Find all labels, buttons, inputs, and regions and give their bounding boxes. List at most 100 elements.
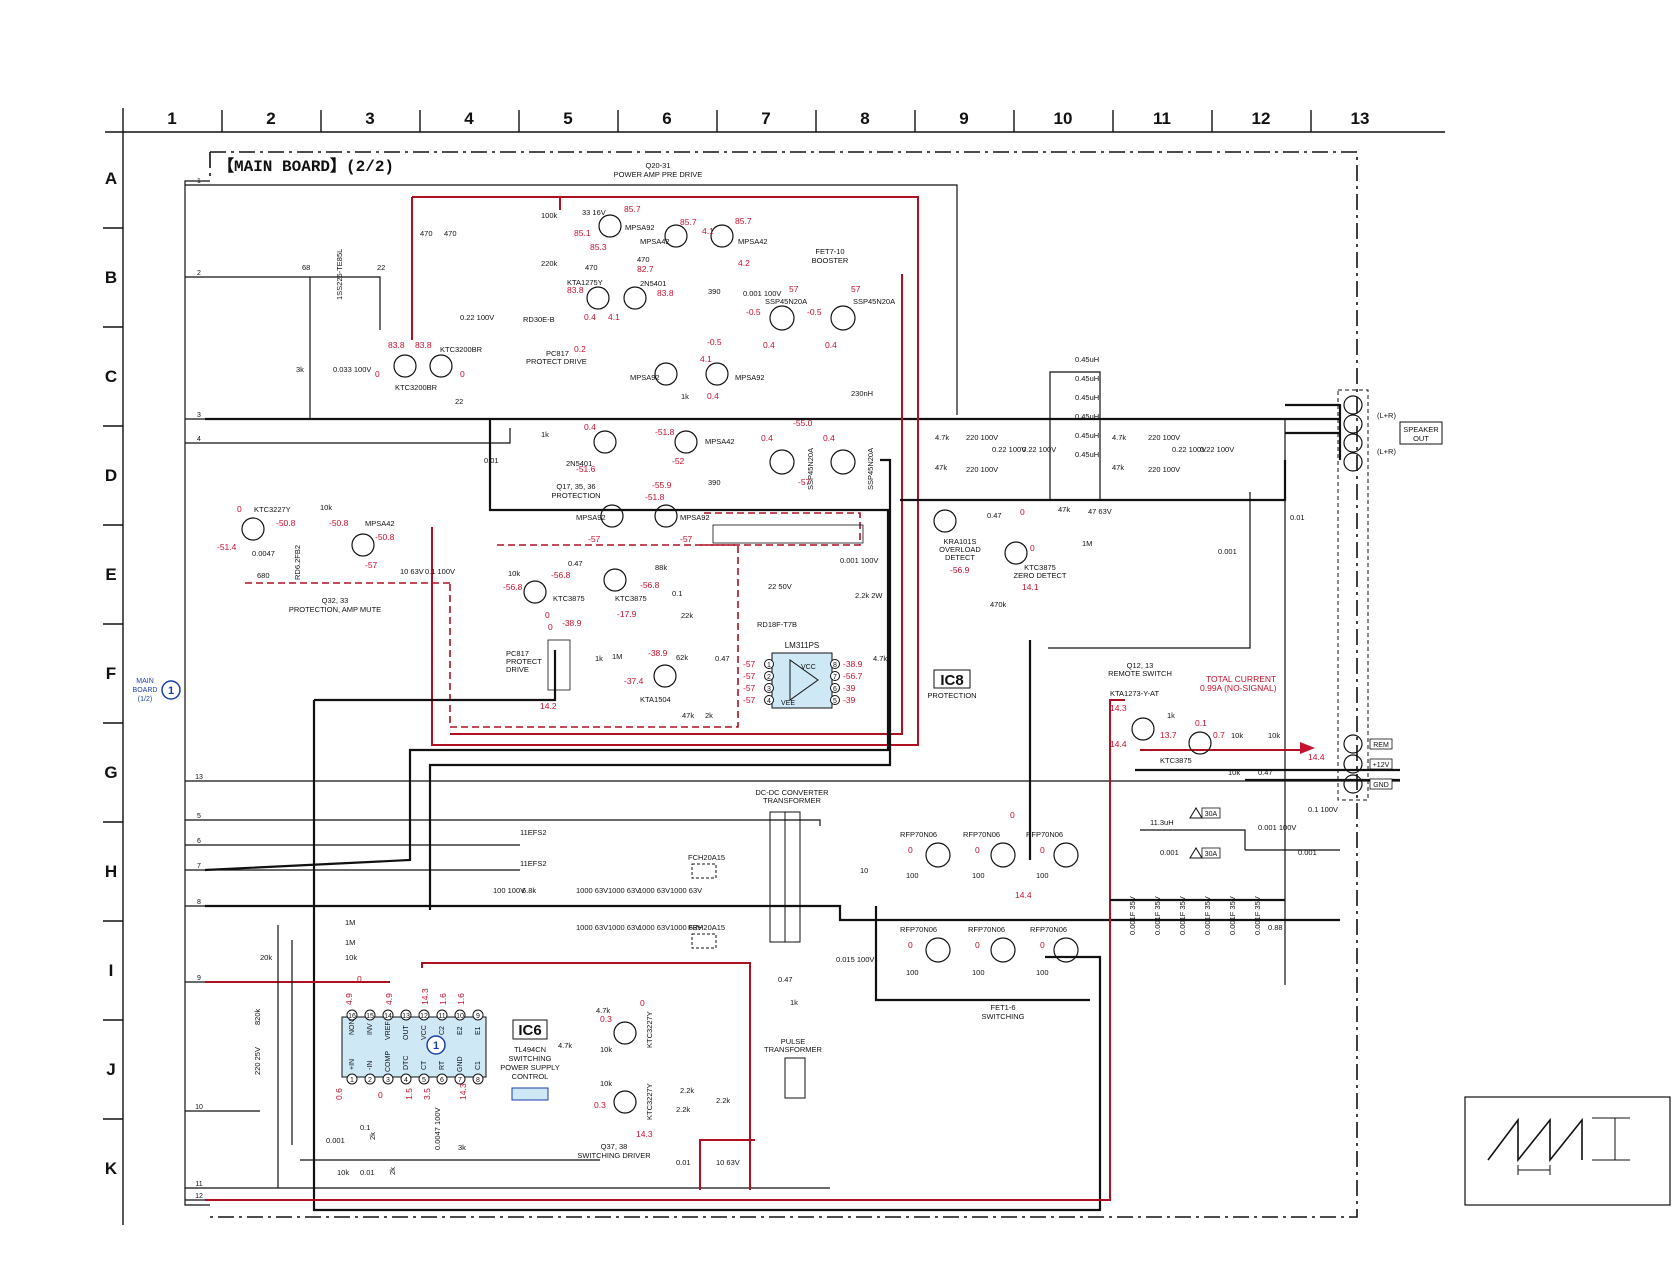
svg-text:3: 3 bbox=[767, 686, 771, 693]
transistor-q-kra101s bbox=[933, 509, 957, 533]
svg-text:MPSA92: MPSA92 bbox=[625, 223, 655, 232]
svg-text:14.4: 14.4 bbox=[1110, 739, 1127, 749]
svg-text:13: 13 bbox=[402, 1013, 410, 1020]
svg-text:0.2: 0.2 bbox=[574, 344, 586, 354]
svg-text:22: 22 bbox=[377, 263, 385, 272]
svg-text:1000 63V: 1000 63V bbox=[576, 886, 608, 895]
svg-text:1SS226-TE85L: 1SS226-TE85L bbox=[335, 249, 344, 300]
svg-text:0: 0 bbox=[908, 845, 913, 855]
svg-text:IC6: IC6 bbox=[518, 1022, 541, 1039]
svg-text:470: 470 bbox=[444, 229, 457, 238]
fet-switch-6 bbox=[1053, 937, 1079, 963]
transistor-q-mpsa42-2 bbox=[710, 224, 734, 248]
svg-text:-57: -57 bbox=[743, 671, 756, 681]
svg-text:COMP: COMP bbox=[385, 1051, 392, 1072]
svg-text:33 16V: 33 16V bbox=[582, 208, 606, 217]
svg-text:GND: GND bbox=[457, 1056, 464, 1072]
svg-text:22 50V: 22 50V bbox=[768, 582, 792, 591]
svg-text:14.3: 14.3 bbox=[420, 988, 430, 1005]
svg-text:POWER SUPPLY: POWER SUPPLY bbox=[500, 1063, 559, 1072]
svg-text:3k: 3k bbox=[296, 365, 304, 374]
svg-text:GND: GND bbox=[1373, 782, 1389, 789]
col-5: 5 bbox=[563, 109, 572, 128]
col-10: 10 bbox=[1054, 109, 1073, 128]
svg-text:0.45uH: 0.45uH bbox=[1075, 355, 1099, 364]
svg-text:680: 680 bbox=[257, 571, 270, 580]
svg-text:RFP70N06: RFP70N06 bbox=[900, 830, 937, 839]
svg-text:-IN: -IN bbox=[367, 1061, 374, 1070]
svg-text:0.1 100V: 0.1 100V bbox=[1308, 805, 1338, 814]
svg-text:83.8: 83.8 bbox=[388, 340, 405, 350]
svg-text:11EFS2: 11EFS2 bbox=[520, 828, 547, 837]
svg-text:6: 6 bbox=[833, 686, 837, 693]
svg-text:4: 4 bbox=[197, 436, 201, 443]
svg-text:2.2k: 2.2k bbox=[676, 1105, 690, 1114]
svg-text:5: 5 bbox=[833, 698, 837, 705]
ic6-block: 1 16 15 14 13 12 11 10 9 bbox=[253, 918, 560, 1177]
svg-text:-51.6: -51.6 bbox=[576, 464, 596, 474]
svg-text:83.8: 83.8 bbox=[567, 285, 584, 295]
row-header: A B C D E F G H I J K bbox=[103, 169, 123, 1178]
svg-text:2N5401: 2N5401 bbox=[566, 459, 592, 468]
svg-text:0.001F 35V: 0.001F 35V bbox=[1153, 896, 1162, 935]
svg-text:KTC3227Y: KTC3227Y bbox=[254, 505, 291, 514]
svg-text:FCH20A15: FCH20A15 bbox=[688, 853, 725, 862]
svg-text:0.0047 100V: 0.0047 100V bbox=[433, 1107, 442, 1150]
svg-text:10: 10 bbox=[195, 1104, 203, 1111]
svg-text:0.001 100V: 0.001 100V bbox=[743, 289, 781, 298]
svg-text:14.4: 14.4 bbox=[1015, 890, 1032, 900]
svg-text:RFP70N06: RFP70N06 bbox=[900, 925, 937, 934]
svg-text:1k: 1k bbox=[790, 998, 798, 1007]
svg-text:2.2k 2W: 2.2k 2W bbox=[855, 591, 883, 600]
svg-text:OVERLOAD: OVERLOAD bbox=[939, 545, 981, 554]
svg-text:0.001F 35V: 0.001F 35V bbox=[1203, 896, 1212, 935]
svg-text:7: 7 bbox=[458, 1077, 462, 1084]
svg-text:10k: 10k bbox=[1231, 731, 1243, 740]
svg-text:PROTECTION: PROTECTION bbox=[551, 491, 600, 500]
svg-text:-38.9: -38.9 bbox=[843, 659, 863, 669]
svg-text:100: 100 bbox=[906, 968, 919, 977]
svg-text:4.2: 4.2 bbox=[738, 258, 750, 268]
svg-text:0: 0 bbox=[1030, 543, 1035, 553]
svg-text:15: 15 bbox=[366, 1013, 374, 1020]
pre-drive-block: Q20-31 POWER AMP PRE DRIVE MPSA92 MPSA42… bbox=[296, 161, 768, 406]
svg-text:16: 16 bbox=[348, 1013, 356, 1020]
row-C: C bbox=[105, 367, 117, 386]
svg-text:NON: NON bbox=[349, 1019, 356, 1035]
svg-text:11: 11 bbox=[438, 1013, 445, 1020]
svg-text:100k: 100k bbox=[541, 211, 558, 220]
svg-text:4.7k: 4.7k bbox=[558, 1041, 572, 1050]
col-4: 4 bbox=[464, 109, 474, 128]
svg-text:0.45uH: 0.45uH bbox=[1075, 374, 1099, 383]
booster-block: FET7-10 BOOSTER SSP45N20A SSP45N20A SSP4… bbox=[700, 247, 895, 490]
svg-text:KTC3875: KTC3875 bbox=[615, 594, 647, 603]
svg-text:220 100V: 220 100V bbox=[966, 433, 998, 442]
mute-block: KTC3227Y MPSA42 -50.8 -51.4 -50.8 -50.8 … bbox=[217, 503, 455, 614]
svg-text:0.22 100V: 0.22 100V bbox=[992, 445, 1026, 454]
svg-text:0.22 100V: 0.22 100V bbox=[1172, 445, 1206, 454]
terminal-12v bbox=[1343, 754, 1363, 774]
fet-switch-5 bbox=[990, 937, 1016, 963]
svg-text:0.45uH: 0.45uH bbox=[1075, 412, 1099, 421]
ic8-block: KTC3875 KTC3875 KTA1504 -56.8 -56.8 -38.… bbox=[503, 556, 977, 720]
svg-text:0.22 100V: 0.22 100V bbox=[1200, 445, 1234, 454]
svg-text:1M: 1M bbox=[1082, 539, 1092, 548]
row-D: D bbox=[105, 466, 117, 485]
svg-text:KRA101S: KRA101S bbox=[944, 537, 977, 546]
svg-text:2k: 2k bbox=[705, 711, 713, 720]
svg-text:100 100V: 100 100V bbox=[493, 886, 525, 895]
svg-text:-51.8: -51.8 bbox=[655, 427, 675, 437]
svg-text:0.01: 0.01 bbox=[360, 1168, 375, 1177]
fet-booster-3 bbox=[769, 449, 795, 475]
svg-text:-57: -57 bbox=[743, 683, 756, 693]
svg-text:1: 1 bbox=[767, 662, 771, 669]
fet-switch-3 bbox=[1053, 842, 1079, 868]
board-outline bbox=[184, 151, 1358, 1218]
svg-text:0.0047: 0.0047 bbox=[252, 549, 275, 558]
svg-text:0.1 100V: 0.1 100V bbox=[425, 567, 455, 576]
svg-text:MPSA42: MPSA42 bbox=[705, 437, 735, 446]
svg-text:10k: 10k bbox=[345, 953, 357, 962]
svg-text:6: 6 bbox=[440, 1077, 444, 1084]
fet-booster-4 bbox=[830, 449, 856, 475]
svg-text:-56.8: -56.8 bbox=[503, 582, 523, 592]
